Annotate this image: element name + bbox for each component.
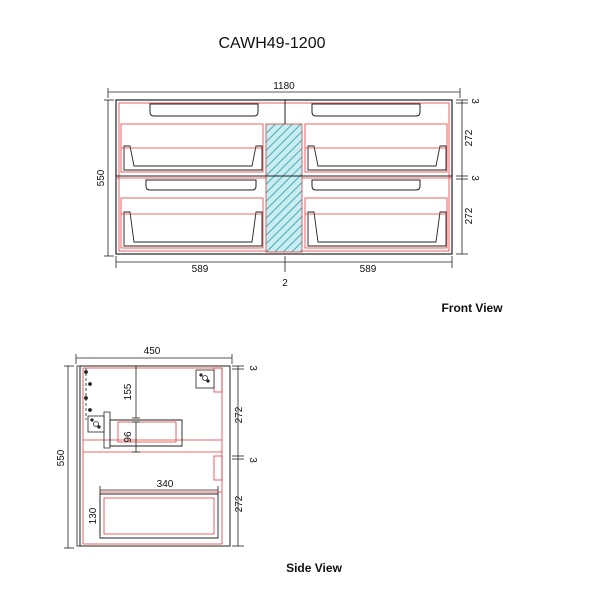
handle-top-left xyxy=(149,103,259,117)
side-cabinet-outline xyxy=(79,365,231,547)
handle-bottom-left xyxy=(145,179,257,191)
handle-top-right xyxy=(311,103,421,117)
front-right-width-dim: 589 xyxy=(360,264,377,275)
side-view: 450 550 3 272 3 272 155 96 340 130 xyxy=(56,346,343,575)
front-bottom-drawer-dim: 272 xyxy=(464,207,475,224)
front-trays xyxy=(123,145,447,247)
front-top-drawer-dim: 272 xyxy=(464,129,475,146)
side-lower-tray-depth-dim: 340 xyxy=(157,479,174,490)
side-lower-tray-height-dim: 130 xyxy=(88,507,99,524)
front-left-width-dim: 589 xyxy=(192,264,209,275)
front-cabinet-outline xyxy=(115,99,453,255)
side-bottom-drawer-dim: 272 xyxy=(234,495,245,512)
front-width-dim: 1180 xyxy=(273,81,295,92)
front-view: 1180 550 3 272 3 272 589 589 2 Front Vie… xyxy=(96,81,503,315)
drawing-title: CAWH49-1200 xyxy=(218,35,325,52)
side-depth-dim: 450 xyxy=(144,346,161,357)
hinge-brackets xyxy=(84,369,215,433)
front-mid-gap-dim: 3 xyxy=(469,175,480,181)
side-upper-offset-dim: 155 xyxy=(123,383,134,400)
side-height-dim: 550 xyxy=(56,449,67,466)
side-top-gap-dim: 3 xyxy=(247,365,258,371)
front-view-label: Front View xyxy=(441,301,503,315)
handle-bottom-right xyxy=(311,179,421,191)
side-upper-tray-height-dim: 96 xyxy=(123,431,134,443)
front-height-dim: 550 xyxy=(96,169,107,186)
side-top-drawer-dim: 272 xyxy=(234,406,245,423)
front-center-gap-dim: 2 xyxy=(282,278,288,289)
side-lower-tray xyxy=(99,493,219,539)
front-top-gap-dim: 3 xyxy=(469,98,480,104)
side-mid-gap-dim: 3 xyxy=(247,457,258,463)
center-hatched-column xyxy=(265,123,303,253)
side-view-label: Side View xyxy=(286,561,342,575)
